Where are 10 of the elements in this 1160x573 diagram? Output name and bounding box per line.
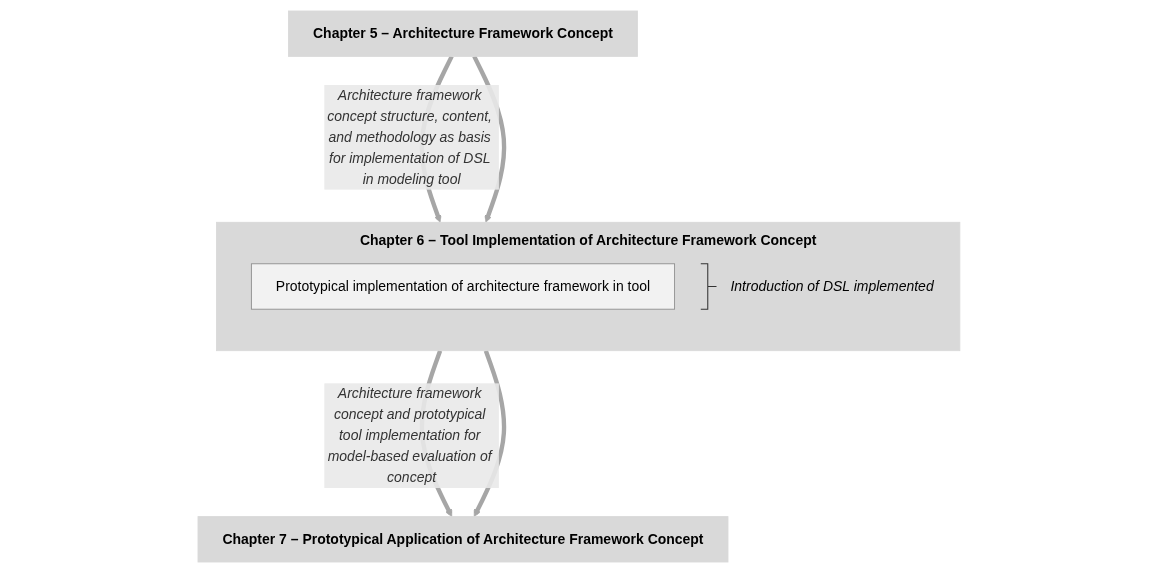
annotation-text: Introduction of DSL implemented [730,277,934,294]
arrow [474,349,507,517]
node-box: Chapter 5 – Architecture Framework Concept [288,10,639,57]
edge-label: Architecture framework concept and prototypical tool implementation for model-based evaluation of concept [327,385,492,485]
node-box: Chapter 7 – Prototypical Application of Architecture Framework Concept [197,516,729,563]
group-title: Chapter 6 – Tool Implementation of Architecture Framework Concept [360,232,817,248]
node-box: Prototypical implementation of architecture framework in tool [251,263,676,310]
edge-label: Architecture framework concept structure, content, and methodology as basis for implementation of DSL in modeling tool [327,87,493,187]
cluster [216,221,961,352]
arrow [472,55,507,223]
